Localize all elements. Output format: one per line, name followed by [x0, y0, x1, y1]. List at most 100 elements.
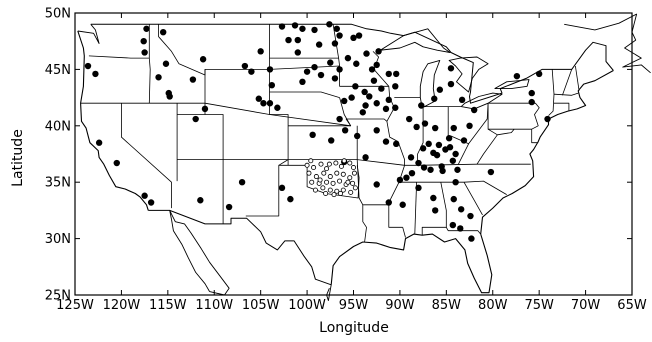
- x-tick-label: 120W: [103, 298, 141, 313]
- great-lake-outline-4: [494, 79, 530, 90]
- station-point: [344, 54, 352, 62]
- station-point: [159, 28, 167, 36]
- x-tick-label: 85W: [432, 298, 462, 313]
- station-point: [450, 124, 457, 132]
- station-point: [278, 23, 286, 30]
- state-border-line-36: [531, 129, 539, 144]
- station-point: [311, 26, 318, 34]
- station-point-open: [340, 187, 346, 193]
- station-point: [303, 68, 311, 75]
- station-point: [248, 68, 255, 75]
- x-tick-label: 75W: [524, 298, 554, 313]
- station-point: [294, 36, 301, 44]
- state-border-line-16: [306, 165, 360, 199]
- station-point: [460, 137, 468, 144]
- y-tick-label: 30N: [45, 232, 71, 247]
- station-point: [189, 76, 197, 83]
- station-point: [427, 166, 434, 173]
- station-point: [361, 88, 368, 96]
- state-border-line-4: [158, 24, 340, 76]
- station-point: [382, 105, 390, 113]
- station-point: [487, 168, 495, 176]
- station-point: [141, 49, 148, 56]
- state-border-line-28: [402, 227, 406, 238]
- station-point-open: [334, 170, 340, 176]
- station-point: [406, 115, 413, 123]
- state-border-line-41: [575, 65, 580, 91]
- station-point-open: [320, 185, 326, 191]
- station-point: [449, 221, 457, 229]
- station-point-open: [318, 161, 324, 167]
- station-point: [84, 62, 92, 70]
- station-point-open: [334, 188, 340, 194]
- station-point: [403, 174, 410, 181]
- station-point-open: [321, 170, 327, 176]
- station-point: [140, 38, 147, 45]
- station-point: [435, 141, 443, 149]
- station-point-open: [326, 161, 332, 167]
- station-point: [366, 93, 373, 100]
- station-point: [350, 34, 357, 42]
- station-point: [425, 140, 432, 148]
- station-point: [278, 184, 286, 192]
- great-lake-outline-2: [448, 56, 489, 93]
- x-tick-label: 65W: [617, 298, 647, 313]
- station-point: [528, 89, 535, 97]
- station-point: [458, 96, 466, 104]
- station-point: [407, 154, 415, 161]
- station-point-open: [324, 166, 330, 172]
- station-point: [359, 109, 366, 116]
- state-border-line-7: [205, 114, 224, 224]
- station-point: [446, 144, 454, 151]
- station-point: [201, 105, 209, 113]
- station-point: [382, 138, 390, 145]
- station-point: [431, 95, 438, 102]
- station-point: [257, 48, 264, 55]
- station-point: [336, 115, 343, 123]
- station-point: [528, 98, 535, 106]
- station-point: [544, 115, 551, 123]
- station-point: [197, 197, 204, 204]
- state-border-line-34: [487, 128, 515, 136]
- gulf-of-california-line: [169, 210, 230, 296]
- station-point: [373, 181, 380, 188]
- station-point-open: [351, 170, 357, 176]
- station-point: [415, 184, 422, 192]
- station-point: [392, 104, 399, 111]
- station-point: [363, 50, 370, 57]
- station-point: [241, 62, 249, 70]
- state-border-line-1: [121, 103, 172, 209]
- station-point: [468, 235, 475, 242]
- station-point: [328, 137, 335, 144]
- station-point: [385, 96, 392, 104]
- station-point: [199, 56, 207, 63]
- station-point: [362, 154, 369, 161]
- station-point-open: [324, 179, 330, 185]
- station-point: [354, 132, 361, 140]
- plot-frame: [74, 12, 633, 296]
- station-point: [368, 66, 376, 73]
- station-point: [192, 115, 199, 123]
- station-point-open: [337, 178, 343, 184]
- x-tick-label: 80W: [478, 298, 508, 313]
- station-point: [294, 49, 301, 56]
- station-point: [393, 140, 400, 148]
- x-tick-label: 110W: [195, 298, 233, 313]
- x-tick-label: 105W: [242, 298, 280, 313]
- axis-ticks: [74, 12, 633, 296]
- pacific-coast-line: [77, 30, 149, 211]
- station-point-open: [347, 160, 353, 166]
- state-border-line-32: [458, 143, 469, 165]
- station-point-open: [327, 174, 333, 180]
- x-tick-label: 90W: [385, 298, 415, 313]
- station-point-open: [341, 158, 347, 164]
- y-axis-label: Latitude: [10, 129, 26, 187]
- station-point-open: [327, 187, 333, 193]
- state-border-line-23: [417, 106, 424, 166]
- station-point: [260, 100, 267, 107]
- station-point-open: [338, 190, 344, 196]
- y-tick-label: 45N: [45, 63, 71, 78]
- state-border-line-8: [177, 159, 531, 166]
- baja-coast-line: [169, 210, 210, 292]
- state-border-line-11: [269, 91, 340, 98]
